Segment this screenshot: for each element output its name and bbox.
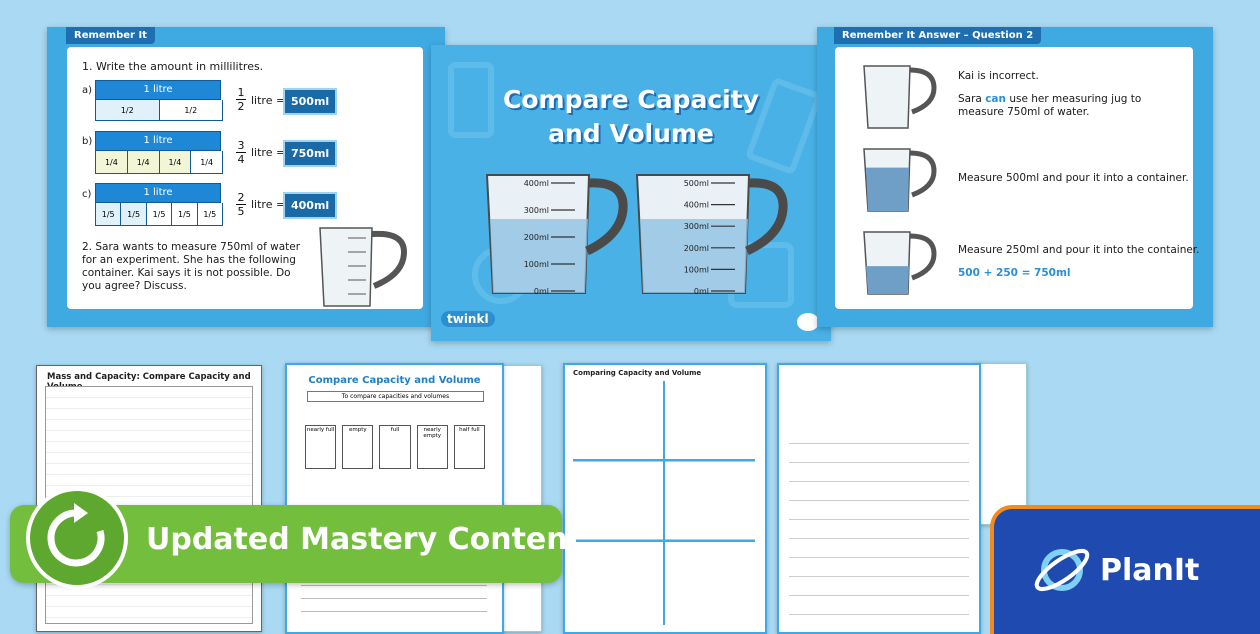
jug-scale-label: 400ml — [524, 179, 549, 188]
jug-scale-label: 500ml — [684, 179, 709, 188]
measuring-jug-icon — [863, 65, 937, 129]
label-box: empty — [342, 425, 374, 469]
question-2: 2. Sara wants to measure 750ml of water … — [82, 241, 301, 292]
measuring-jug-icon — [863, 148, 937, 212]
cell: 1/4 — [127, 151, 160, 173]
cell: 1/5 — [121, 203, 147, 225]
cell: 1/4 — [96, 151, 128, 173]
jug-scale-label: 300ml — [524, 206, 549, 215]
label-box: full — [379, 425, 411, 469]
fraction: 1 2 — [236, 86, 246, 113]
jug-scale-label: 100ml — [684, 265, 709, 274]
measuring-jug-icon — [319, 227, 408, 307]
title-slide[interactable]: Compare Capacity and Volume 400ml 300ml 20… — [431, 45, 831, 341]
twinkl-logo: twinkl — [441, 311, 495, 327]
cell: 1/2 — [159, 100, 222, 120]
badge-icon — [797, 313, 819, 331]
worksheet[interactable]: Compare Capacity and Volume To compare c… — [285, 363, 504, 634]
sheet-title: Compare Capacity and Volume — [308, 375, 481, 386]
jug-scale-label: 0ml — [534, 287, 549, 296]
worksheet-grid — [573, 381, 755, 625]
litre-equals: litre = — [251, 198, 286, 211]
litre-equals: litre = — [251, 94, 286, 107]
answer-line: Measure 500ml and pour it into a contain… — [958, 172, 1189, 184]
worksheet[interactable]: Comparing Capacity and Volume — [563, 363, 767, 634]
sheet-title: Comparing Capacity and Volume — [573, 369, 702, 377]
answer-box: 750ml — [283, 140, 338, 167]
cell: 1/5 — [172, 203, 198, 225]
cell: 1/5 — [96, 203, 122, 225]
slide-tag: Remember It — [66, 27, 155, 44]
fraction: 2 5 — [236, 191, 246, 218]
fraction-cells: 1/2 1/2 — [95, 100, 223, 121]
row-letter: c) — [82, 189, 92, 200]
jug-scale-label: 100ml — [524, 260, 549, 269]
fraction-cells: 1/5 1/5 1/5 1/5 1/5 — [95, 203, 223, 226]
litre-bar: 1 litre — [95, 183, 221, 203]
fraction-cells: 1/4 1/4 1/4 1/4 — [95, 151, 223, 174]
litre-bar: 1 litre — [95, 131, 221, 151]
measuring-jug-icon: 400ml 300ml 200ml 100ml 0ml — [485, 174, 628, 296]
refresh-icon — [26, 487, 128, 589]
worksheet[interactable] — [777, 363, 981, 634]
cell: 1/4 — [159, 151, 192, 173]
planit-label: PlanIt — [1100, 553, 1200, 588]
question-1: 1. Write the amount in millilitres. — [82, 60, 264, 73]
answer-box: 500ml — [283, 88, 338, 115]
cell: 1/2 — [96, 100, 160, 120]
jug-scale-label: 400ml — [684, 201, 709, 210]
answer-line: Measure 250ml and pour it into the conta… — [958, 244, 1200, 256]
jug-scale-label: 200ml — [684, 244, 709, 253]
worksheet-back — [975, 363, 1027, 525]
measuring-jug-icon — [863, 231, 937, 295]
answer-sum: 500 + 250 = 750ml — [958, 267, 1071, 279]
answer-line: Kai is incorrect. — [958, 70, 1039, 82]
jug-scale-label: 300ml — [684, 222, 709, 231]
worksheet-back — [500, 365, 542, 632]
planit-logo-icon — [1034, 548, 1090, 592]
jug-scale-label: 200ml — [524, 233, 549, 242]
litre-equals: litre = — [251, 146, 286, 159]
label-box: nearly empty — [416, 425, 448, 469]
answer-line: Sara can use her measuring jug to measur… — [958, 93, 1142, 118]
fraction: 3 4 — [236, 139, 246, 166]
jug-scale-label: 0ml — [694, 287, 709, 296]
worksheet-lines — [789, 425, 969, 615]
cell: 1/5 — [197, 203, 223, 225]
label-box: half full — [453, 425, 486, 469]
measuring-jug-icon: 500ml 400ml 300ml 200ml 100ml 0ml — [635, 174, 788, 296]
row-letter: a) — [82, 85, 93, 96]
label-box: nearly full — [305, 425, 337, 469]
cell: 1/4 — [191, 151, 222, 173]
sheet-subtitle: To compare capacities and volumes — [307, 391, 484, 402]
slide-title: Compare Capacity and Volume — [503, 85, 759, 148]
cell: 1/5 — [146, 203, 173, 225]
litre-bar: 1 litre — [95, 80, 221, 100]
badge-label: Updated Mastery Content — [146, 522, 582, 557]
planit-badge — [990, 505, 1260, 634]
answer-box: 400ml — [283, 192, 338, 219]
slide-tag: Remember It Answer – Question 2 — [834, 27, 1042, 44]
row-letter: b) — [82, 136, 93, 147]
